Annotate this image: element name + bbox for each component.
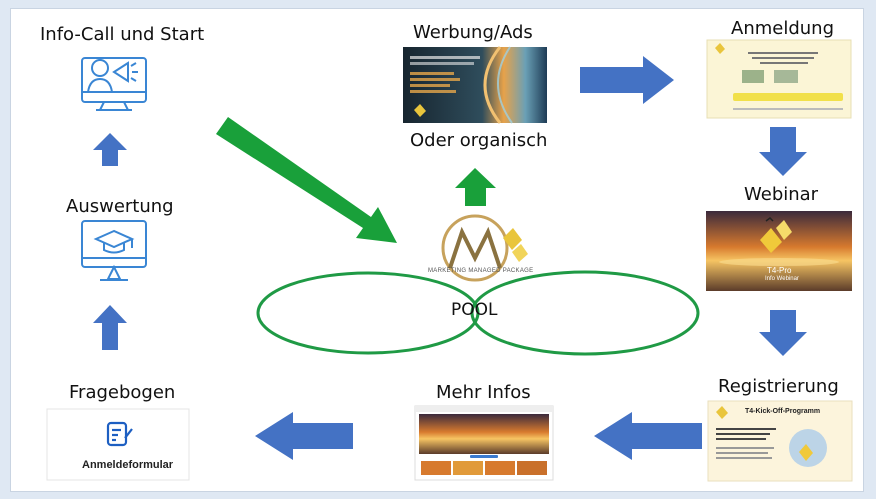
step-label-mehr-infos: Mehr Infos bbox=[436, 382, 531, 403]
step-label-fragebogen: Fragebogen bbox=[69, 382, 176, 403]
step-label-info-call: Info-Call und Start bbox=[40, 24, 205, 45]
graduation-monitor-icon bbox=[81, 220, 147, 281]
arrow-down-anmeldung-to-webinar bbox=[759, 127, 807, 176]
mmp-logo bbox=[441, 214, 528, 282]
fragebogen-card-label: Anmeldeformular bbox=[82, 459, 174, 471]
arrow-left-mehrinfos-to-fragebogen bbox=[255, 412, 353, 460]
mehr-infos-image bbox=[414, 405, 554, 481]
pool-loop-right bbox=[470, 270, 700, 356]
step-label-organisch: Oder organisch bbox=[410, 130, 548, 151]
step-label-anmeldung: Anmeldung bbox=[731, 18, 834, 39]
registrierung-image bbox=[707, 400, 853, 482]
pool-loop-left bbox=[256, 271, 480, 355]
logo-caption: MARKETING MANAGED PACKAGE bbox=[428, 268, 534, 274]
webinar-card-title: T4-Pro bbox=[767, 266, 792, 275]
anmeldung-page-image bbox=[706, 39, 852, 119]
step-label-werbung: Werbung/Ads bbox=[413, 22, 533, 43]
step-label-registrierung: Registrierung bbox=[718, 376, 839, 397]
step-label-auswertung: Auswertung bbox=[66, 196, 174, 217]
fragebogen-card bbox=[46, 408, 190, 481]
arrow-left-registrierung-to-mehrinfos bbox=[594, 412, 702, 460]
megaphone-person-icon bbox=[81, 57, 147, 111]
registrierung-card-title: T4-Kick-Off-Programm bbox=[745, 408, 821, 415]
arrow-up-fragebogen-to-auswertung bbox=[93, 305, 127, 350]
arrow-green-infocall-to-pool bbox=[216, 117, 397, 243]
pool-label: POOL bbox=[451, 300, 498, 320]
arrow-green-pool-to-werbung bbox=[455, 168, 496, 206]
webinar-image bbox=[706, 211, 852, 291]
werbung-ad-image bbox=[403, 46, 547, 124]
webinar-card-subtitle: Info Webinar bbox=[765, 276, 799, 282]
arrow-down-webinar-to-registrierung bbox=[759, 310, 807, 356]
step-label-webinar: Webinar bbox=[744, 184, 819, 205]
form-document-icon bbox=[106, 421, 133, 447]
arrow-up-auswertung-to-infocall bbox=[93, 133, 127, 166]
arrow-right-werbung-to-anmeldung bbox=[580, 56, 674, 104]
